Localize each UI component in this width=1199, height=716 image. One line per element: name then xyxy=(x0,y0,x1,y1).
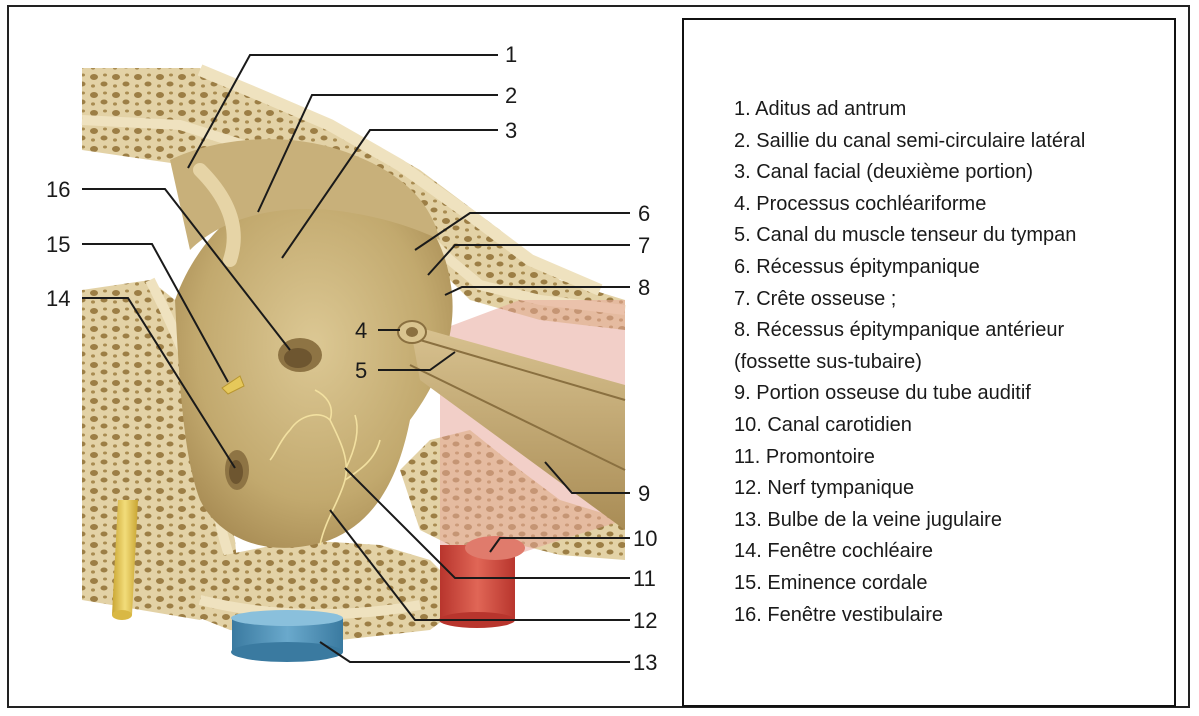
legend-item: 12. Nerf tympanique xyxy=(734,473,1085,505)
callout-6: 6 xyxy=(638,201,650,226)
legend-panel: 1. Aditus ad antrum 2. Saillie du canal … xyxy=(682,18,1176,707)
callout-7: 7 xyxy=(638,233,650,258)
middle-ear-illustration: 1 2 3 6 7 8 4 5 9 10 11 12 13 14 15 16 xyxy=(0,0,700,716)
legend-item: 10. Canal carotidien xyxy=(734,410,1085,442)
legend-item: 6. Récessus épitympanique xyxy=(734,252,1085,284)
legend-item: 4. Processus cochléariforme xyxy=(734,189,1085,221)
legend-item: 5. Canal du muscle tenseur du tympan xyxy=(734,220,1085,252)
legend-item: 16. Fenêtre vestibulaire xyxy=(734,600,1085,632)
callout-11: 11 xyxy=(633,566,656,591)
legend-item: 14. Fenêtre cochléaire xyxy=(734,536,1085,568)
callout-5: 5 xyxy=(355,358,367,383)
legend-item: 11. Promontoire xyxy=(734,442,1085,474)
legend-item: (fossette sus-tubaire) xyxy=(734,347,1085,379)
callout-15: 15 xyxy=(46,232,70,257)
callout-1: 1 xyxy=(505,42,517,67)
callout-3: 3 xyxy=(505,118,517,143)
legend-list: 1. Aditus ad antrum 2. Saillie du canal … xyxy=(734,94,1085,631)
callout-14: 14 xyxy=(46,286,70,311)
callout-13: 13 xyxy=(633,650,657,675)
legend-item: 8. Récessus épitympanique antérieur xyxy=(734,315,1085,347)
callout-8: 8 xyxy=(638,275,650,300)
legend-item: 9. Portion osseuse du tube auditif xyxy=(734,378,1085,410)
callout-9: 9 xyxy=(638,481,650,506)
legend-item: 3. Canal facial (deuxième portion) xyxy=(734,157,1085,189)
callout-2: 2 xyxy=(505,83,517,108)
legend-item: 7. Crête osseuse ; xyxy=(734,284,1085,316)
legend-item: 15. Eminence cordale xyxy=(734,568,1085,600)
legend-item: 13. Bulbe de la veine jugulaire xyxy=(734,505,1085,537)
legend-item: 2. Saillie du canal semi-circulaire laté… xyxy=(734,126,1085,158)
callout-16: 16 xyxy=(46,177,70,202)
legend-item: 1. Aditus ad antrum xyxy=(734,94,1085,126)
callout-10: 10 xyxy=(633,526,657,551)
callout-4: 4 xyxy=(355,318,367,343)
callout-12: 12 xyxy=(633,608,657,633)
